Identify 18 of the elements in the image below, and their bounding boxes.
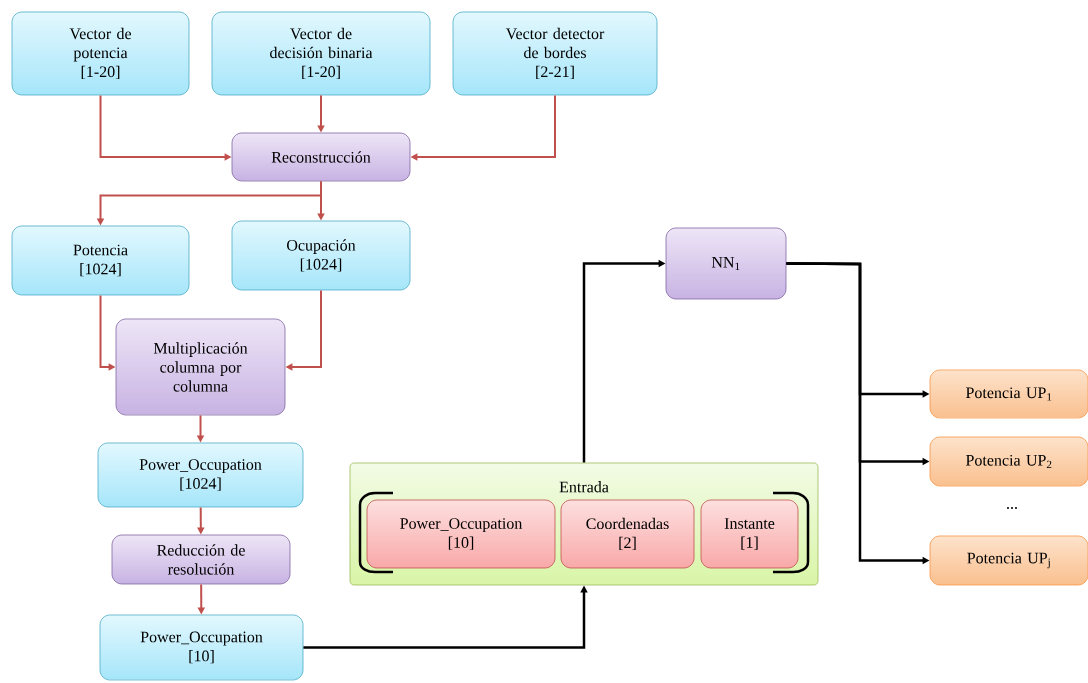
data-box: Vector de decisión binaria [1-20] <box>211 11 431 96</box>
data-box: Potencia [1024] <box>11 225 190 296</box>
output-box: Potencia UP$_{1}$ <box>929 369 1088 419</box>
input-box: Power_Occupation [10] <box>366 499 556 569</box>
data-box: Power_Occupation [10] <box>99 614 304 681</box>
process-box: Reducción de resolución <box>111 534 291 585</box>
ellipsis: ... <box>1007 507 1017 509</box>
input-box: Instante [1] <box>700 499 799 569</box>
data-box: Vector detector de bordes [2-21] <box>452 11 658 96</box>
output-box: Potencia UP$_{2}$ <box>929 436 1088 487</box>
input-box: Coordenadas [2] <box>560 499 695 569</box>
process-box: Multiplicación columna por columna <box>115 318 286 416</box>
data-box: Power_Occupation [1024] <box>97 442 304 508</box>
data-box: Vector de potencia [1-20] <box>11 11 190 96</box>
process-box: Reconstrucción <box>231 132 411 182</box>
output-box: Potencia UP$_{j}$ <box>929 535 1088 586</box>
process-box: NN$_{1}$ <box>665 227 787 300</box>
data-box: Ocupación [1024] <box>231 220 411 291</box>
